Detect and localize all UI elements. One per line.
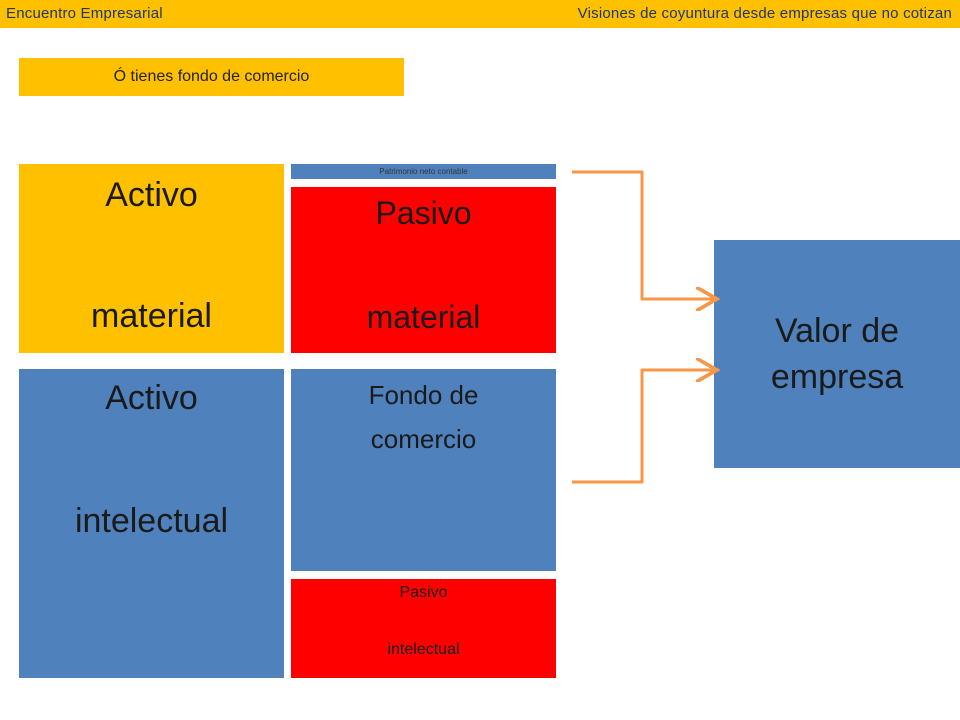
pasivo-material-line2: material (366, 299, 481, 335)
activo-material-line2: material (91, 297, 212, 335)
pasivo-material-line1: Pasivo (375, 195, 472, 231)
activo-intelectual-line1: Activo (105, 379, 198, 417)
valor-empresa-line1: Valor de (774, 312, 900, 350)
header-right-text: Visiones de coyuntura desde empresas que… (577, 5, 952, 22)
activo-intelectual-line2: intelectual (74, 502, 229, 540)
header-bar: Encuentro Empresarial Visiones de coyunt… (0, 0, 960, 28)
slide-subtitle: Ó tienes fondo de comercio (19, 58, 404, 96)
header-left-text: Encuentro Empresarial (6, 5, 163, 22)
pasivo-intelectual-line1: Pasivo (399, 584, 448, 601)
pasivo-intelectual-box: Pasivo intelectual (291, 579, 556, 678)
fondo-comercio-line1: Fondo de (368, 380, 479, 410)
activo-material-box: Activo material (19, 164, 284, 353)
patrimonio-neto-box: Patrimonio neto contable (291, 164, 556, 179)
lower-connector-arrow (572, 370, 714, 484)
activo-intelectual-box: Activo intelectual (19, 369, 284, 678)
valor-empresa-line2: empresa (770, 358, 904, 396)
upper-connector-arrow (572, 170, 714, 299)
valor-empresa-box: Valor de empresa (714, 240, 960, 468)
activo-material-line1: Activo (105, 176, 198, 214)
pasivo-intelectual-line2: intelectual (387, 641, 460, 658)
fondo-comercio-line2: comercio (370, 424, 477, 454)
patrimonio-neto-label: Patrimonio neto contable (379, 167, 468, 176)
pasivo-material-box: Pasivo material (291, 187, 556, 353)
fondo-comercio-box: Fondo de comercio (291, 369, 556, 571)
